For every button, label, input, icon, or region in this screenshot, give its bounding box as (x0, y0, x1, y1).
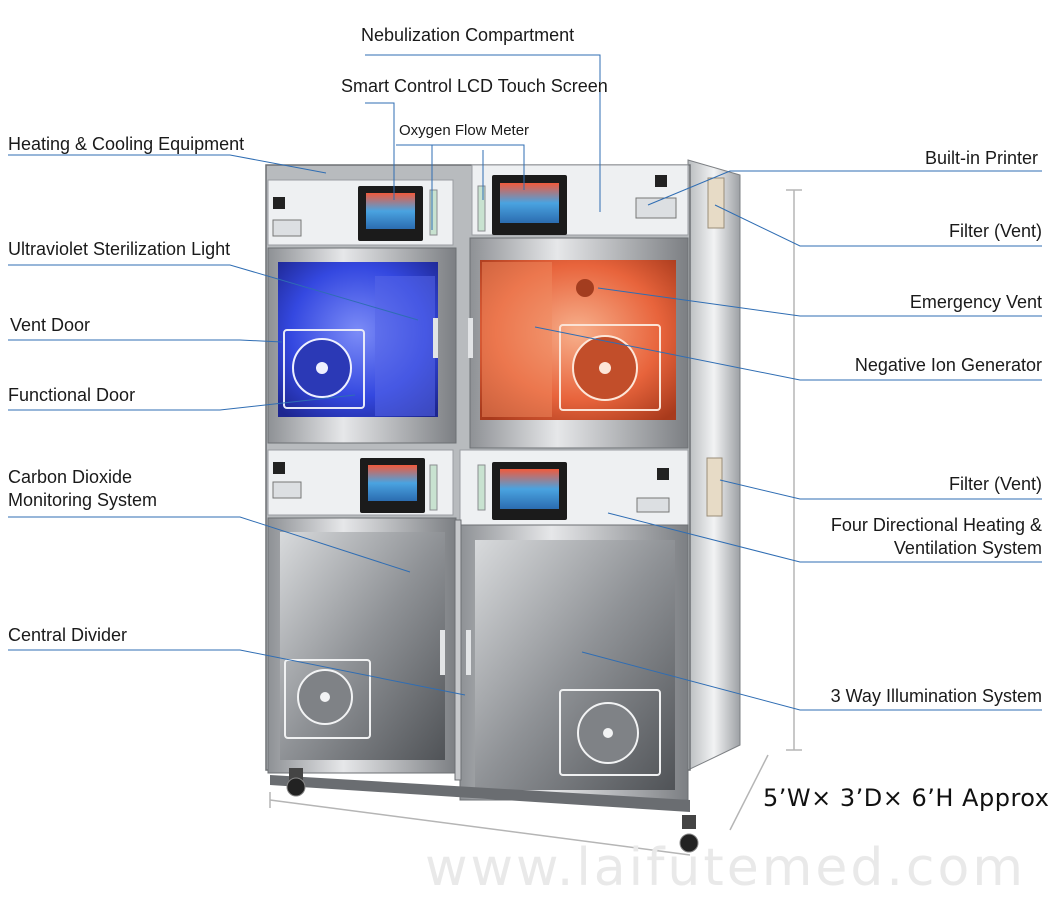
vent-door-upper-left (283, 329, 365, 409)
label-four-dir-line1: Four Directional Heating & (830, 515, 1042, 535)
door-handle (433, 318, 438, 358)
cabinet-base (270, 775, 690, 812)
filter-vent-top (707, 177, 725, 229)
lower-right-chamber (475, 540, 675, 790)
caster-wheel (679, 815, 699, 853)
oxygen-flow-meter-tube (429, 464, 438, 511)
vent-door-lower-right (559, 689, 661, 776)
built-in-printer (635, 197, 677, 219)
label-uv-light: Ultraviolet Sterilization Light (8, 239, 231, 259)
oxygen-flow-meter-tube (429, 189, 438, 236)
dimensions-text: 5’W× 3’D× 6’H Approx (763, 784, 1050, 812)
label-three-way: 3 Way Illumination System (830, 686, 1042, 706)
vent-door-lower-left (284, 659, 371, 739)
dimension-lines (269, 189, 802, 856)
power-switch (273, 462, 285, 474)
central-divider (454, 519, 462, 781)
filter-vent-mid (706, 457, 723, 517)
watermark: www.laifutemed.com (425, 838, 1026, 898)
label-filter-vent-top: Filter (Vent) (948, 221, 1042, 241)
label-oxygen-flow-meter: Oxygen Flow Meter (399, 122, 530, 139)
power-switch (273, 197, 285, 209)
lower-left-chamber (280, 532, 445, 760)
label-functional-door: Functional Door (8, 385, 136, 405)
printer-slot (272, 481, 302, 499)
lcd-screen-top-left (358, 186, 423, 241)
label-heating-cooling: Heating & Cooling Equipment (8, 134, 245, 154)
emergency-vent (576, 279, 594, 297)
vent-door-upper-right (559, 324, 661, 411)
power-switch (655, 175, 667, 187)
label-co2-line1: Carbon Dioxide (8, 467, 133, 487)
label-central-divider: Central Divider (8, 625, 128, 645)
lcd-screen-bottom-right (492, 462, 567, 520)
label-vent-door: Vent Door (10, 315, 91, 335)
label-builtin-printer: Built-in Printer (924, 148, 1038, 168)
door-handle (466, 630, 471, 675)
label-nebulization-compartment: Nebulization Compartment (361, 25, 575, 45)
printer-slot (272, 219, 302, 237)
label-co2-line2: Monitoring System (8, 490, 158, 510)
label-four-dir-line2: Ventilation System (893, 538, 1042, 558)
label-negative-ion: Negative Ion Generator (854, 355, 1042, 375)
leader-lines (8, 54, 1042, 711)
label-filter-vent-mid: Filter (Vent) (948, 474, 1042, 494)
oxygen-flow-meter-tube (477, 464, 486, 511)
power-switch (657, 468, 669, 480)
lcd-screen-top-right (492, 175, 567, 235)
label-emergency-vent: Emergency Vent (909, 292, 1042, 312)
label-smart-control-lcd: Smart Control LCD Touch Screen (341, 76, 608, 96)
door-handle (440, 630, 445, 675)
caster-wheel (286, 768, 306, 797)
lcd-screen-bottom-left (360, 458, 425, 513)
door-handle (468, 318, 473, 358)
printer-slot (636, 497, 670, 513)
oxygen-flow-meter-tube (477, 185, 486, 232)
